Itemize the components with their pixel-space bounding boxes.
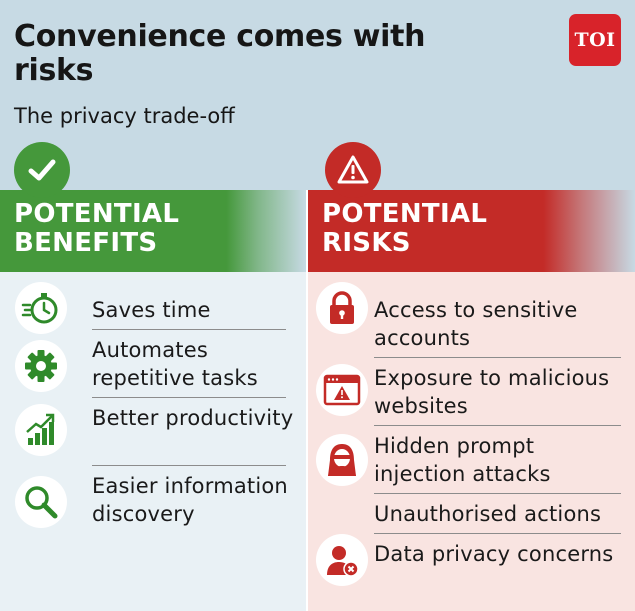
column-divider bbox=[306, 190, 308, 611]
checkmark-icon bbox=[14, 142, 70, 198]
gear-icon bbox=[15, 340, 67, 392]
benefit-item-label: Better productivity bbox=[92, 406, 294, 430]
padlock-icon bbox=[316, 282, 368, 334]
benefit-item-label: Saves time bbox=[92, 298, 211, 322]
hacker-icon bbox=[316, 434, 368, 486]
divider bbox=[92, 329, 286, 330]
divider bbox=[374, 357, 621, 358]
risk-item-label: Hidden prompt injection attacks bbox=[374, 434, 551, 486]
risk-item-label: Data privacy concerns bbox=[374, 542, 614, 566]
risk-item-label: Unauthorised actions bbox=[374, 502, 602, 526]
benefits-heading: POTENTIAL BENEFITS bbox=[14, 199, 180, 258]
divider bbox=[374, 425, 621, 426]
risks-banner bbox=[308, 190, 635, 272]
page-subtitle: The privacy trade-off bbox=[14, 104, 235, 128]
benefit-item-label: Automates repetitive tasks bbox=[92, 338, 258, 390]
risk-item-label: Exposure to malicious websites bbox=[374, 366, 610, 418]
growth-chart-icon bbox=[15, 404, 67, 456]
benefit-item-label: Easier information discovery bbox=[92, 474, 288, 526]
divider bbox=[374, 533, 621, 534]
page-title: Convenience comes with risks bbox=[14, 19, 426, 88]
stopwatch-icon bbox=[15, 282, 67, 334]
divider bbox=[374, 493, 621, 494]
toi-logo: TOI bbox=[569, 14, 621, 66]
magnifier-icon bbox=[15, 476, 67, 528]
divider bbox=[92, 465, 286, 466]
warning-icon bbox=[325, 142, 381, 198]
risks-heading: POTENTIAL RISKS bbox=[322, 199, 488, 258]
divider bbox=[92, 397, 286, 398]
browser-warning-icon bbox=[316, 364, 368, 416]
user-remove-icon bbox=[316, 534, 368, 586]
risk-item-label: Access to sensitive accounts bbox=[374, 298, 578, 350]
benefits-banner bbox=[0, 190, 306, 272]
